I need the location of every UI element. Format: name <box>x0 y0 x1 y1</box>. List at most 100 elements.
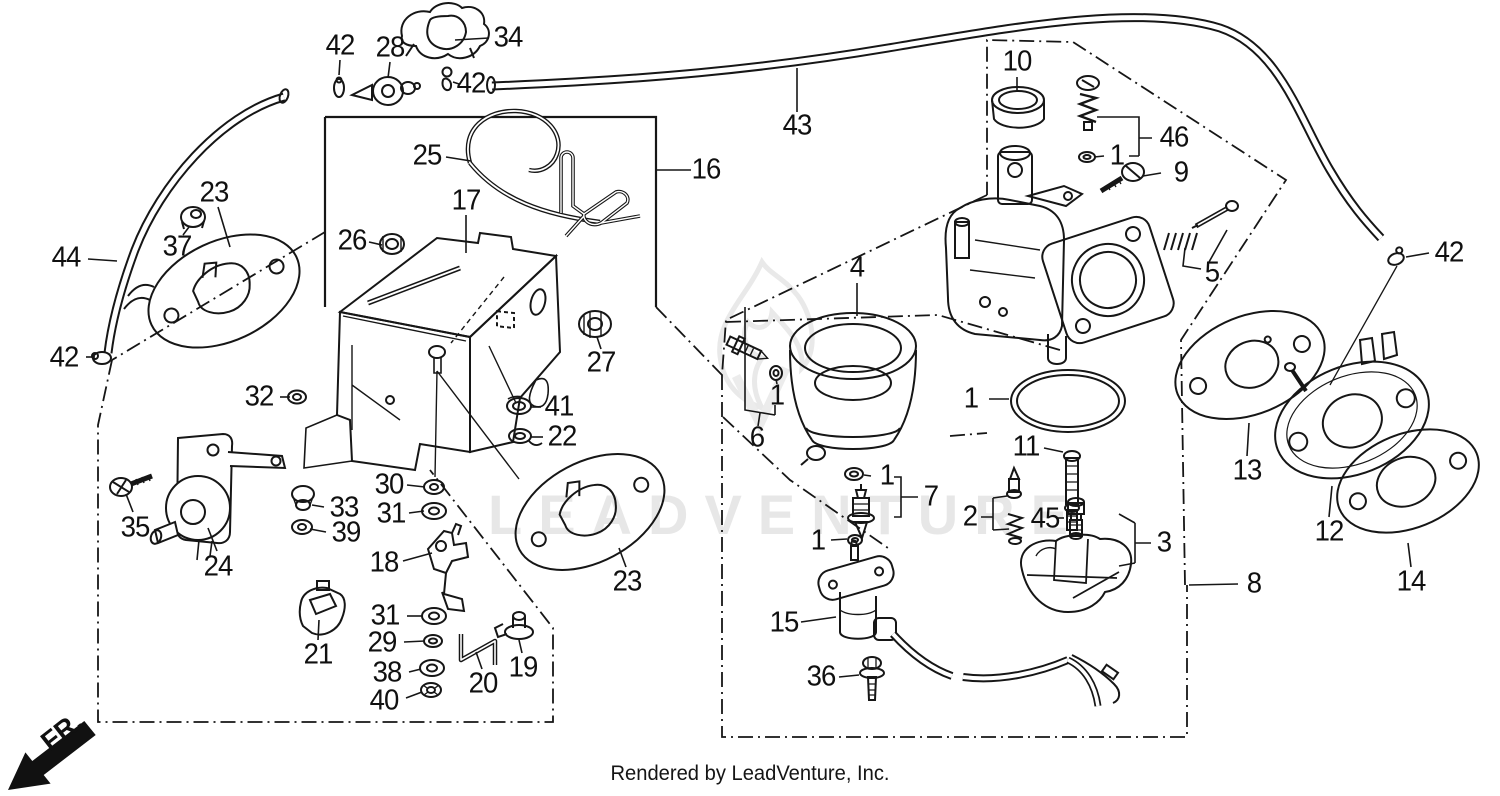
tube-clip <box>333 76 345 98</box>
callout-label-11[interactable]: 11 <box>1012 430 1041 463</box>
petcock-screw <box>109 473 153 497</box>
mounting-nut <box>180 206 206 230</box>
leader-lines <box>86 37 1430 699</box>
insulator-gasket <box>1336 428 1480 534</box>
callout-label-37[interactable]: 37 <box>162 230 193 263</box>
throttle-spring-wire <box>458 634 498 665</box>
callout-label-36[interactable]: 36 <box>806 660 837 693</box>
callout-label-23-mid[interactable]: 23 <box>612 565 643 598</box>
front-arrow-icon <box>8 721 96 790</box>
fuel-cutoff-solenoid <box>817 539 1121 707</box>
callout-label-7[interactable]: 7 <box>923 480 939 513</box>
callout-label-26[interactable]: 26 <box>337 224 368 257</box>
callout-label-30[interactable]: 30 <box>374 468 405 501</box>
callout-label-2[interactable]: 2 <box>962 500 978 533</box>
callout-label-46[interactable]: 46 <box>1159 121 1190 154</box>
rubber-mount <box>298 580 346 636</box>
tube-clip <box>91 351 112 365</box>
air-cleaner-clamp <box>400 2 490 60</box>
callout-label-42-top-left[interactable]: 42 <box>325 29 356 62</box>
lock-washer <box>420 682 442 698</box>
main-jet <box>1067 497 1085 540</box>
float-chamber-bowl <box>789 312 917 466</box>
callout-label-35[interactable]: 35 <box>120 511 151 544</box>
callout-label-1-washer-top[interactable]: 1 <box>1109 139 1125 172</box>
solenoid-bolt <box>859 656 885 701</box>
callout-label-41[interactable]: 41 <box>544 390 575 423</box>
callout-label-32[interactable]: 32 <box>244 380 275 413</box>
grommet <box>291 485 315 511</box>
callout-label-27[interactable]: 27 <box>586 346 617 379</box>
callout-label-13[interactable]: 13 <box>1232 454 1263 487</box>
callout-label-22[interactable]: 22 <box>547 420 578 453</box>
callout-label-28[interactable]: 28 <box>375 31 406 64</box>
clip-pointer-line <box>1329 265 1398 386</box>
callout-label-5[interactable]: 5 <box>1204 256 1220 289</box>
assembly-pointer-lines <box>434 276 520 480</box>
flame-watermark-inner <box>731 366 791 435</box>
callout-label-24[interactable]: 24 <box>203 550 234 583</box>
callout-label-31-upper[interactable]: 31 <box>376 497 407 530</box>
callout-label-40[interactable]: 40 <box>369 684 400 717</box>
callout-label-23-left[interactable]: 23 <box>199 176 230 209</box>
control-bracket <box>426 522 470 613</box>
callout-label-18[interactable]: 18 <box>369 546 400 579</box>
grommet <box>291 519 313 535</box>
watermark-layer: LEADVENTURE <box>488 256 1068 546</box>
pilot-screw-set <box>1005 465 1025 545</box>
callout-label-19[interactable]: 19 <box>508 651 539 684</box>
sediment-cup-cap <box>991 86 1045 129</box>
callout-label-44[interactable]: 44 <box>51 241 82 274</box>
callout-label-34[interactable]: 34 <box>493 21 524 54</box>
callout-label-42-top-mid[interactable]: 42 <box>456 67 487 100</box>
throttle-stop-screw <box>1099 162 1145 194</box>
callout-label-1-bottom-washer[interactable]: 1 <box>810 524 826 557</box>
callout-label-6[interactable]: 6 <box>749 421 765 454</box>
carburetor-gasket <box>514 453 666 571</box>
callout-label-12[interactable]: 12 <box>1314 515 1345 548</box>
callout-label-9[interactable]: 9 <box>1173 156 1189 189</box>
callout-label-20[interactable]: 20 <box>468 667 499 700</box>
callout-label-1-jet-washer[interactable]: 1 <box>769 379 785 412</box>
tube-clip <box>441 66 453 92</box>
air-cleaner-case <box>303 231 562 472</box>
callout-label-1-valve-washer[interactable]: 1 <box>879 459 895 492</box>
pivot-bolt <box>493 611 534 640</box>
callout-label-14[interactable]: 14 <box>1396 565 1427 598</box>
fuel-tube-curved <box>103 88 290 354</box>
callout-label-38[interactable]: 38 <box>372 656 403 689</box>
fuel-tube-long <box>486 13 1385 242</box>
washer <box>844 467 864 481</box>
carburetor-insulator <box>1274 330 1430 480</box>
callout-label-43[interactable]: 43 <box>782 109 813 142</box>
callout-label-1-oring[interactable]: 1 <box>963 382 979 415</box>
carburetor-gasket <box>147 233 301 349</box>
float-valve <box>847 484 875 541</box>
callout-label-42-left[interactable]: 42 <box>49 341 80 374</box>
callout-label-25[interactable]: 25 <box>412 139 443 172</box>
callout-label-33[interactable]: 33 <box>329 491 360 524</box>
throttle-rod <box>559 150 641 238</box>
pilot-jet-set <box>1163 200 1239 251</box>
callout-label-16[interactable]: 16 <box>691 153 722 186</box>
carburetor-body <box>944 145 1175 365</box>
callout-label-31-lower[interactable]: 31 <box>370 599 401 632</box>
callout-label-21[interactable]: 21 <box>303 638 334 671</box>
callout-label-39[interactable]: 39 <box>331 516 362 549</box>
callout-label-15[interactable]: 15 <box>769 606 800 639</box>
callout-label-3[interactable]: 3 <box>1156 526 1172 559</box>
callout-label-42-right[interactable]: 42 <box>1434 236 1465 269</box>
shaft-clip <box>508 428 543 446</box>
fuel-petcock <box>149 432 287 561</box>
callout-label-17[interactable]: 17 <box>451 184 482 217</box>
render-credit: Rendered by LeadVenture, Inc. <box>610 762 890 785</box>
callout-label-45[interactable]: 45 <box>1030 502 1061 535</box>
callout-label-8[interactable]: 8 <box>1246 567 1262 600</box>
callout-label-4[interactable]: 4 <box>849 251 865 284</box>
callout-label-10[interactable]: 10 <box>1002 45 1033 78</box>
tube-clip <box>1387 246 1405 266</box>
callout-label-29[interactable]: 29 <box>367 626 398 659</box>
